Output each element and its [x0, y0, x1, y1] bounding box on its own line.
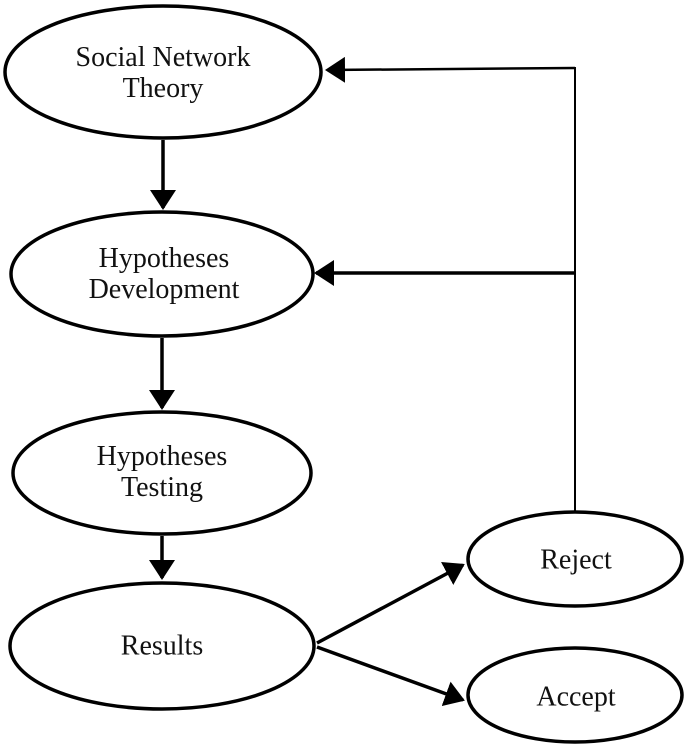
- node-accept: [466, 646, 684, 744]
- arrow-feedback-to-theory: [325, 56, 576, 83]
- node-reject: [466, 510, 684, 608]
- node-social-network-theory: [3, 4, 323, 140]
- arrow-results-to-reject: [316, 562, 465, 645]
- arrow-results-to-accept: [316, 645, 465, 707]
- node-hypotheses-development: [9, 210, 315, 338]
- node-results: [8, 581, 316, 711]
- node-hypotheses-testing: [11, 410, 313, 536]
